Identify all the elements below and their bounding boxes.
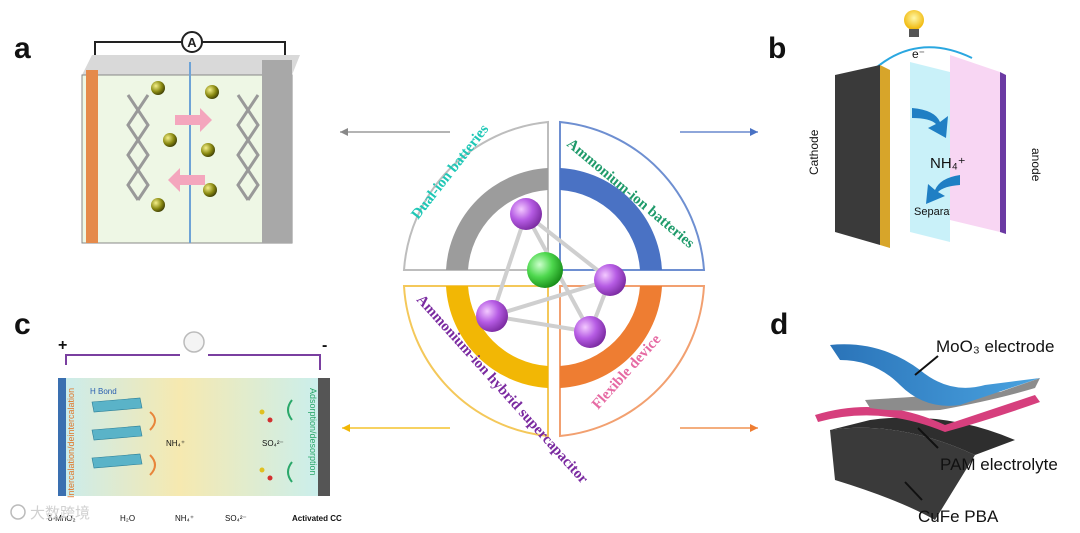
- vertex-atom: [594, 264, 626, 296]
- intercalation-label: Intercalation/deintercalation: [66, 388, 76, 498]
- arrow-right-icon: [750, 128, 758, 136]
- panel-d: d MoO₃ electrode PAM electrolyte CuFe PB…: [770, 308, 1058, 526]
- quadrant-hybrid-band: [446, 286, 548, 388]
- so4-label: SO₄²⁻: [262, 439, 284, 448]
- anode-current-collector: [1000, 72, 1006, 234]
- arrow-left-icon: [340, 128, 348, 136]
- pointer-line: [904, 481, 923, 501]
- activated-cc-electrode: [318, 378, 330, 496]
- anode-label: anode: [1029, 148, 1043, 182]
- anion-clusters: [151, 81, 219, 212]
- panel-c-label: c: [14, 308, 31, 341]
- arrow-right-icon: [175, 108, 212, 132]
- panel-b: b e⁻ Cathode Separator anode NH₄⁺: [768, 10, 1043, 248]
- panel-a-label: a: [14, 32, 31, 65]
- electron-label: e⁻: [912, 47, 925, 61]
- panel-a-circuit-wire: [94, 41, 286, 55]
- legend-activated-cc: Activated CC: [292, 514, 342, 523]
- panel-c-circuit-wire: [65, 354, 321, 370]
- quadrant-dual-ion-outline: [402, 120, 549, 271]
- legend-h2o: H₂O: [120, 514, 135, 523]
- arrow-icon: [287, 399, 293, 421]
- arrow-icon: [287, 461, 293, 483]
- moo3-electrode-sheet: [830, 344, 1040, 406]
- arrow-left-icon: [168, 168, 205, 192]
- ammeter-symbol: A: [187, 35, 197, 50]
- positive-terminal: +: [58, 337, 67, 354]
- moo3-sheet-underside: [865, 378, 1040, 411]
- quadrant-dual-ion-band: [446, 168, 548, 270]
- arrow-left-icon: [342, 424, 350, 432]
- cufe-pba-sheet: [830, 417, 1015, 455]
- pointer-line: [914, 355, 939, 376]
- h-bond-label: H Bond: [90, 387, 117, 396]
- arrow-right-icon: [912, 108, 948, 138]
- center-wheel: Dual-ion batteries Ammonium-ion batterie…: [340, 120, 758, 487]
- arrow-icon: [149, 411, 156, 431]
- cell-right-electrode: [262, 60, 292, 243]
- cathode-plate: [835, 65, 880, 245]
- quadrant-ammonium-ion-band: [560, 168, 662, 270]
- vertex-atom: [510, 198, 542, 230]
- panel-c: c + - Intercalation/deintercalation Adso…: [14, 308, 342, 523]
- anode-plate: [950, 55, 1000, 232]
- watermark: 大数跨境: [10, 504, 90, 522]
- cathode-label: Cathode: [807, 129, 821, 175]
- watermark-logo-icon: [10, 504, 26, 520]
- arrow-left-icon: [926, 175, 960, 204]
- negative-terminal: -: [322, 337, 327, 354]
- cell-left-electrode: [86, 70, 98, 243]
- watermark-text: 大数跨境: [30, 504, 90, 522]
- panel-c-legend: δ-MnO₂ H₂O NH₄⁺ SO₄²⁻ Activated CC: [48, 514, 342, 523]
- organic-molecule-right: [236, 94, 260, 201]
- mno2-layers: [91, 397, 143, 469]
- sulfate-ions: [259, 409, 273, 481]
- lightbulb-icon: [904, 10, 924, 30]
- panel-b-label: b: [768, 32, 786, 65]
- legend-mno2: δ-MnO₂: [48, 514, 76, 523]
- pointer-line: [917, 427, 939, 449]
- cufe-pba-label: CuFe PBA: [918, 507, 999, 526]
- center-atom: [527, 252, 563, 288]
- quadrant-hybrid-outline: [402, 285, 549, 438]
- panel-d-label: d: [770, 308, 788, 341]
- ammonium-ion-label: NH₄⁺: [930, 155, 966, 172]
- lightbulb-base: [909, 29, 919, 37]
- cell-body: [81, 74, 293, 244]
- cathode-current-collector: [880, 65, 890, 248]
- quadrant-ammonium-ion-outline: [559, 120, 706, 271]
- legend-nh4: NH₄⁺: [175, 514, 194, 523]
- arrow-right-icon: [750, 424, 758, 432]
- cufe-pba-sheet-front: [830, 427, 975, 520]
- panel-a: a A: [14, 31, 300, 244]
- adsorption-label: Adsorption/desorption: [308, 388, 318, 476]
- pam-electrolyte-label: PAM electrolyte: [940, 455, 1058, 474]
- organic-molecule-left: [126, 94, 150, 201]
- legend-so4: SO₄²⁻: [225, 514, 247, 523]
- nh4-label: NH₄⁺: [166, 439, 185, 448]
- quadrant-flexible-band: [560, 286, 662, 388]
- lightbulb-icon: [183, 331, 205, 353]
- arrow-icon: [149, 454, 156, 476]
- cathode-current-collector: [58, 378, 66, 496]
- vertex-atom: [476, 300, 508, 332]
- ammeter-icon: [181, 31, 203, 53]
- vertex-atom: [574, 316, 606, 348]
- moo3-electrode-label: MoO₃ electrode: [936, 337, 1054, 356]
- pam-electrolyte-sheet: [815, 395, 1040, 432]
